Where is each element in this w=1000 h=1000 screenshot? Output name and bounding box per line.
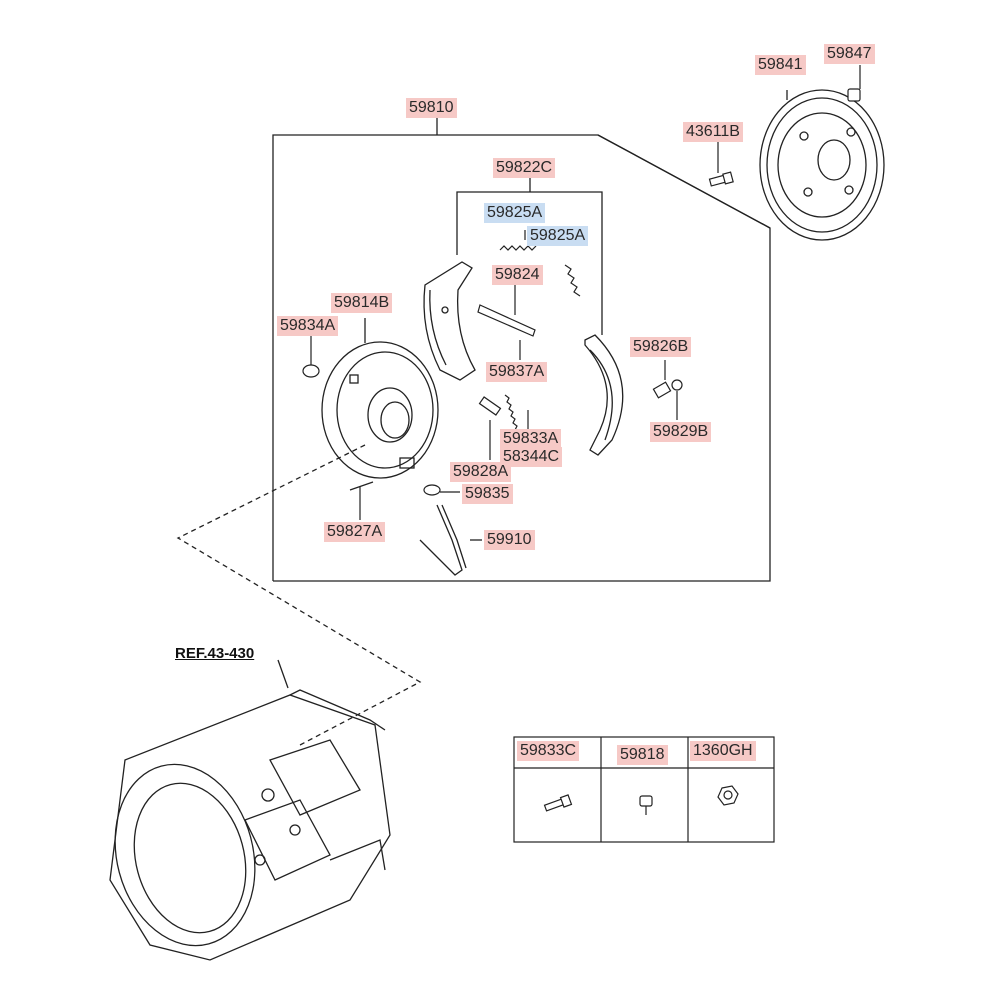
adjuster-strut bbox=[477, 285, 536, 360]
callout-59827A: 59827A bbox=[324, 522, 386, 542]
callout-59825A-1: 59825A bbox=[484, 203, 546, 223]
bolt-icon bbox=[543, 794, 573, 812]
callout-59826B: 59826B bbox=[630, 337, 692, 357]
callout-59835: 59835 bbox=[462, 484, 513, 504]
nut-icon bbox=[717, 785, 739, 806]
callout-59825A-2: 59825A bbox=[527, 226, 589, 246]
callout-59829B: 59829B bbox=[650, 422, 712, 442]
callout-43611B: 43611B bbox=[683, 122, 743, 142]
pin-59827A bbox=[349, 481, 374, 520]
cap-nut bbox=[847, 65, 861, 102]
callout-59837A: 59837A bbox=[486, 362, 548, 382]
callout-59810: 59810 bbox=[406, 98, 457, 118]
callout-59814B: 59814B bbox=[331, 293, 393, 313]
callout-59822C: 59822C bbox=[493, 158, 556, 178]
table-col-59818: 59818 bbox=[617, 745, 668, 765]
callout-59910: 59910 bbox=[484, 530, 535, 550]
brake-drum bbox=[759, 89, 885, 241]
plug-59834A bbox=[302, 335, 320, 378]
parts-table-grid bbox=[513, 736, 775, 843]
callout-59841: 59841 bbox=[755, 55, 806, 75]
table-col-1360GH: 1360GH bbox=[690, 741, 756, 761]
table-col-59833C: 59833C bbox=[517, 741, 580, 761]
backing-plate bbox=[321, 318, 439, 479]
brake-shoe-right bbox=[584, 334, 624, 456]
brake-shoe-left bbox=[423, 261, 476, 381]
reference-text: REF.43-430 bbox=[175, 645, 255, 662]
callout-59834A: 59834A bbox=[277, 316, 339, 336]
bolt-43611B bbox=[708, 141, 734, 187]
parking-cable bbox=[419, 504, 482, 576]
assembly-frame bbox=[272, 134, 771, 582]
screw-icon bbox=[639, 795, 653, 815]
callout-58344C: 58344C bbox=[500, 447, 563, 467]
reference-label: REF.43-430 bbox=[175, 645, 254, 662]
lower-spring bbox=[478, 394, 529, 460]
callout-59833A: 59833A bbox=[500, 429, 562, 449]
return-spring-upper bbox=[499, 230, 537, 251]
transmission-housing bbox=[109, 659, 391, 961]
callout-59824: 59824 bbox=[492, 265, 543, 285]
callout-59828A: 59828A bbox=[450, 462, 512, 482]
callout-59847: 59847 bbox=[824, 44, 875, 64]
wheel-cylinder bbox=[652, 360, 683, 420]
return-spring-upper-2 bbox=[564, 264, 581, 297]
clip-59835 bbox=[423, 484, 460, 496]
